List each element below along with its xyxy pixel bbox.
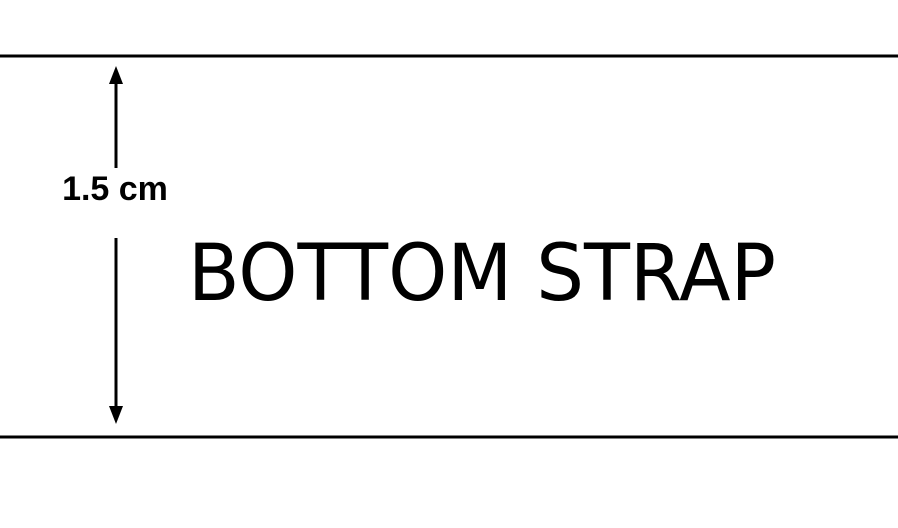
dimension-arrow-down	[109, 238, 123, 424]
dimension-arrow-up	[109, 66, 123, 168]
strap-label: BOTTOM STRAP	[188, 229, 776, 319]
dimension-label: 1.5 cm	[62, 170, 168, 208]
